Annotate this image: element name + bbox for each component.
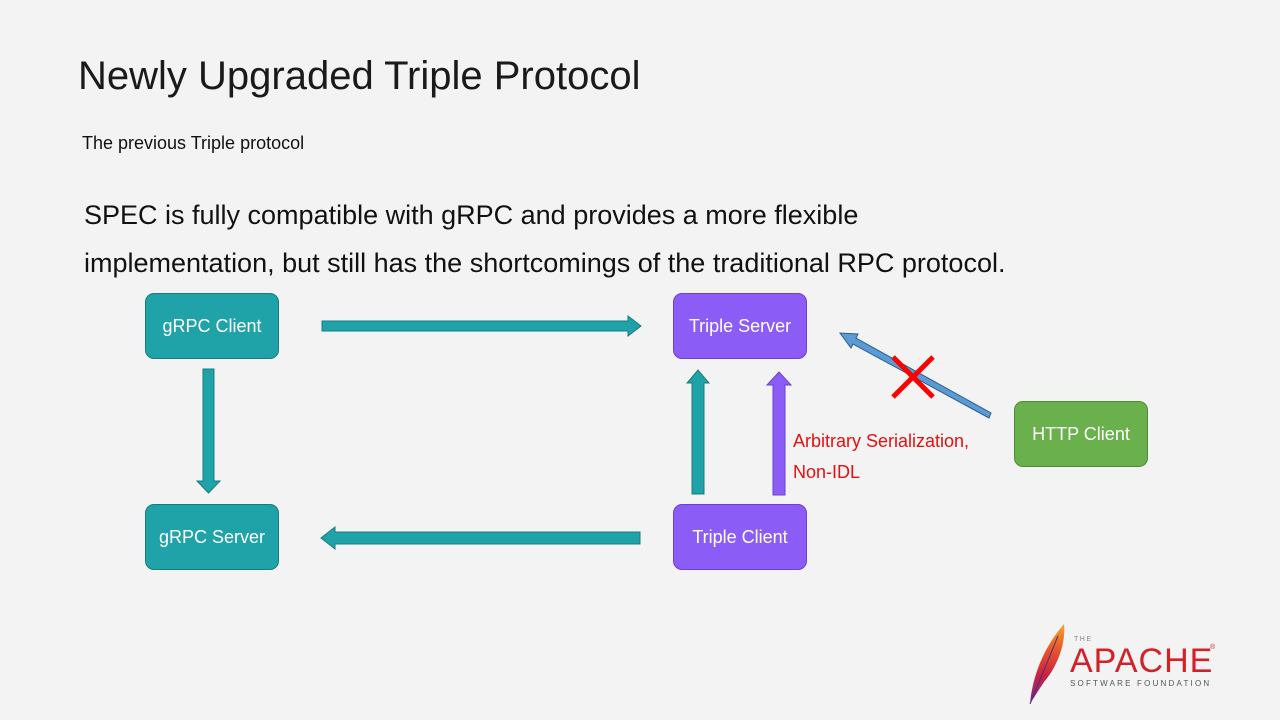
body-line-2: implementation, but still has the shortc… — [84, 248, 1006, 278]
node-grpc-server-label: gRPC Server — [158, 526, 266, 547]
body-line-1: SPEC is fully compatible with gRPC and p… — [84, 200, 859, 230]
arrow-triple-client-to-triple-server-teal — [685, 369, 711, 495]
apache-logo-tagline: SOFTWARE FOUNDATION — [1070, 679, 1212, 688]
node-triple-server-label: Triple Server — [688, 315, 792, 336]
slide-body-text: SPEC is fully compatible with gRPC and p… — [84, 191, 1204, 287]
node-triple-server: Triple Server — [673, 293, 807, 359]
arrow-triple-client-to-triple-server-purple — [765, 371, 793, 496]
annotation-line-2: Non-IDL — [793, 462, 861, 482]
node-triple-client: Triple Client — [673, 504, 807, 570]
node-http-client-label: HTTP Client — [1032, 423, 1130, 444]
node-grpc-client-label: gRPC Client — [162, 315, 262, 336]
arrow-triple-client-to-grpc-server — [320, 525, 641, 551]
arrow-grpc-client-to-grpc-server — [195, 368, 222, 494]
apache-logo-registered: ® — [1210, 644, 1216, 651]
apache-logo-name: APACHE — [1070, 642, 1214, 680]
node-grpc-server: gRPC Server — [145, 504, 279, 570]
node-grpc-client: gRPC Client — [145, 293, 279, 359]
apache-logo-the: THE — [1074, 636, 1093, 643]
annotation-label: Arbitrary Serialization, Non-IDL — [793, 426, 969, 488]
slide-title: Newly Upgraded Triple Protocol — [78, 54, 641, 98]
apache-feather-icon — [1029, 624, 1065, 705]
arrow-grpc-client-to-triple-server — [321, 314, 642, 338]
node-http-client: HTTP Client — [1014, 401, 1148, 467]
blocked-cross-icon — [891, 355, 935, 399]
annotation-line-1: Arbitrary Serialization, — [793, 431, 970, 451]
apache-logo: THE APACHE ® SOFTWARE FOUNDATION — [1022, 622, 1232, 706]
slide-subtitle: The previous Triple protocol — [82, 133, 305, 153]
node-triple-client-label: Triple Client — [692, 526, 788, 547]
